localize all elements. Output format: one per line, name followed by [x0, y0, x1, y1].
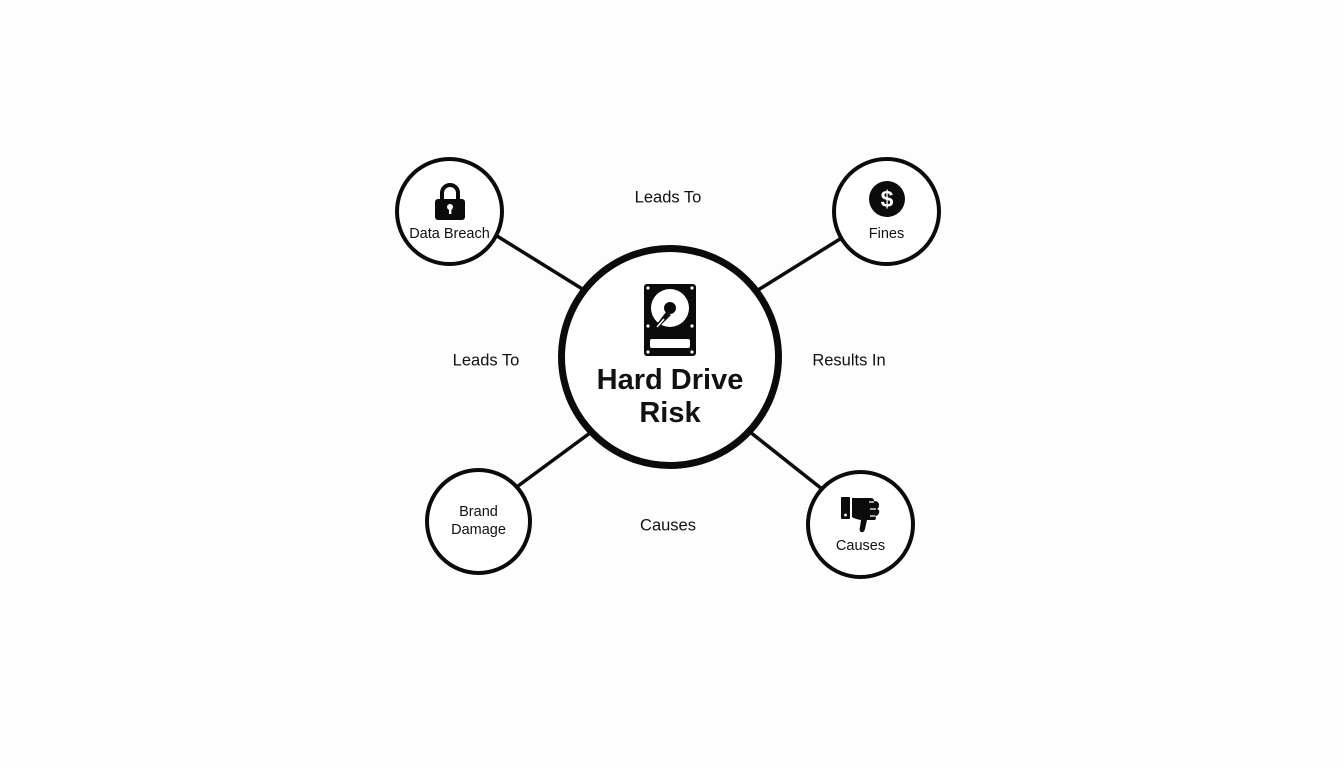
center-label-line2: Risk [639, 397, 701, 429]
hard-drive-icon [644, 284, 696, 356]
connector-center-to-brand-damage [516, 431, 592, 488]
node-label: Data Breach [409, 225, 490, 242]
connector-center-to-fines [757, 237, 841, 292]
svg-text:$: $ [880, 186, 893, 212]
node-data-breach[interactable]: Data Breach [395, 157, 504, 266]
connector-center-to-causes [748, 430, 824, 491]
edge-label-bottom: Causes [640, 516, 696, 535]
connector-center-to-data-breach [496, 234, 585, 292]
center-node-label: Hard Drive Risk [597, 364, 744, 430]
node-label: Fines [868, 225, 905, 242]
center-node-hard-drive-risk[interactable]: Hard Drive Risk [558, 245, 782, 469]
thumbs-down-icon [840, 496, 879, 532]
edge-label-top: Leads To [634, 188, 702, 207]
node-fines[interactable]: $ Fines [832, 157, 941, 266]
node-label-line2: Damage [451, 521, 506, 538]
node-label: Causes [835, 537, 886, 554]
node-label: Brand Damage [451, 503, 506, 539]
padlock-icon [434, 182, 465, 220]
node-causes[interactable]: Causes [806, 470, 915, 579]
node-label-line1: Brand [459, 503, 498, 520]
edge-label-left: Leads To [452, 351, 520, 370]
node-brand-damage[interactable]: Brand Damage [425, 468, 532, 575]
dollar-coin-icon: $ [868, 180, 905, 217]
center-label-line1: Hard Drive [596, 364, 744, 396]
edge-label-right: Results In [812, 351, 886, 370]
